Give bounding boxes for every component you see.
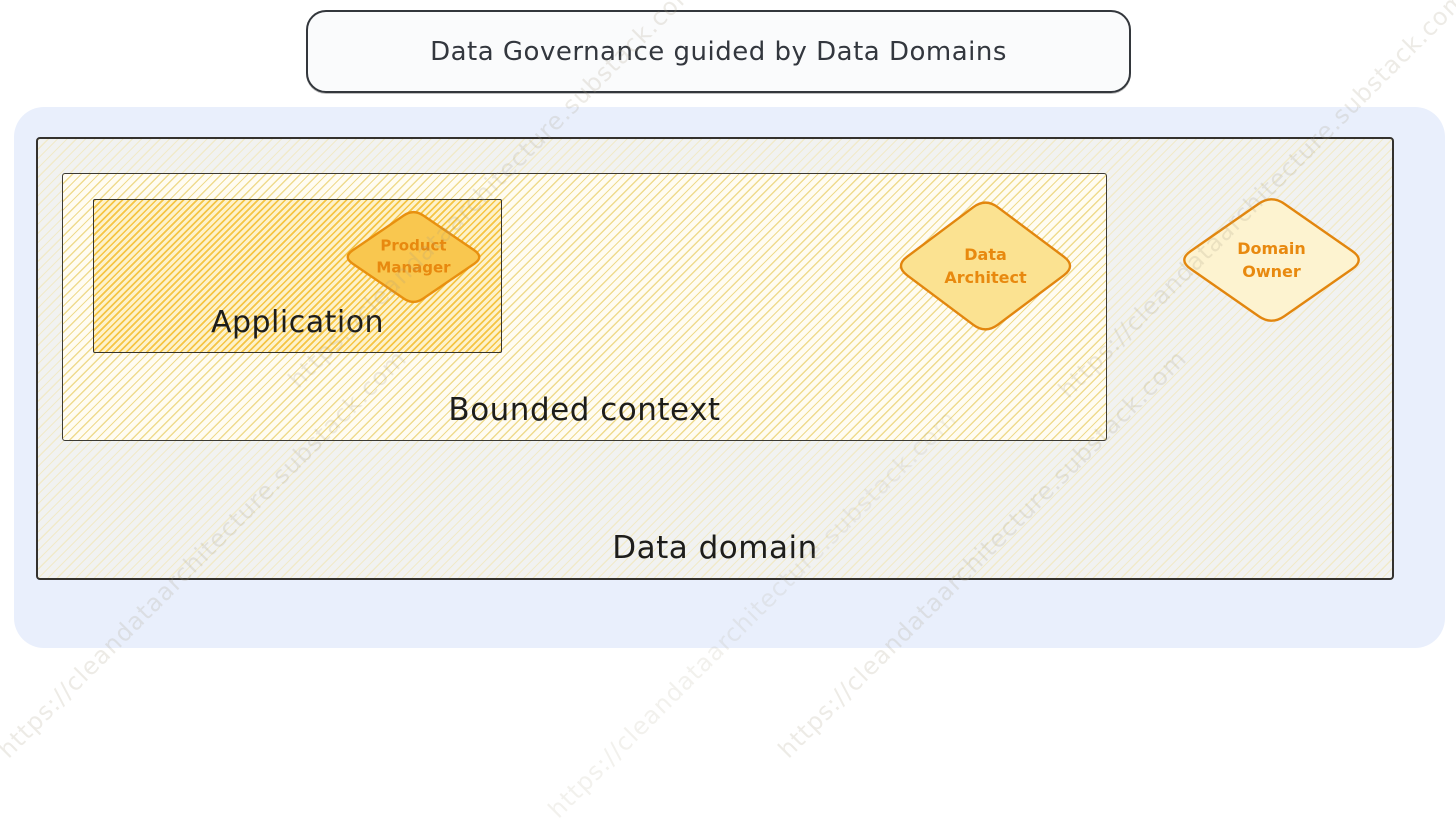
bounded-context-box: Product Manager Application Data Archite…: [62, 173, 1107, 441]
diamond-shape-icon: [1174, 191, 1369, 329]
application-box: Product Manager Application: [93, 199, 502, 353]
data-domain-label: Data domain: [612, 530, 818, 566]
bounded-context-label: Bounded context: [448, 392, 721, 428]
data-architect-diamond: Data Architect: [891, 194, 1080, 338]
data-architect-label: Data Architect: [944, 244, 1027, 287]
domain-owner-diamond: Domain Owner: [1174, 191, 1369, 329]
title-box: Data Governance guided by Data Domains: [306, 10, 1131, 93]
domain-owner-label: Domain Owner: [1237, 238, 1306, 281]
product-manager-label: Product Manager: [376, 236, 451, 276]
application-label: Application: [210, 305, 385, 340]
product-manager-diamond: Product Manager: [340, 206, 487, 308]
page-title: Data Governance guided by Data Domains: [430, 36, 1007, 67]
data-domain-box: Product Manager Application Data Archite…: [36, 137, 1394, 580]
diamond-shape-icon: [340, 206, 487, 308]
diamond-shape-icon: [891, 194, 1080, 338]
outer-container: Product Manager Application Data Archite…: [14, 107, 1445, 648]
